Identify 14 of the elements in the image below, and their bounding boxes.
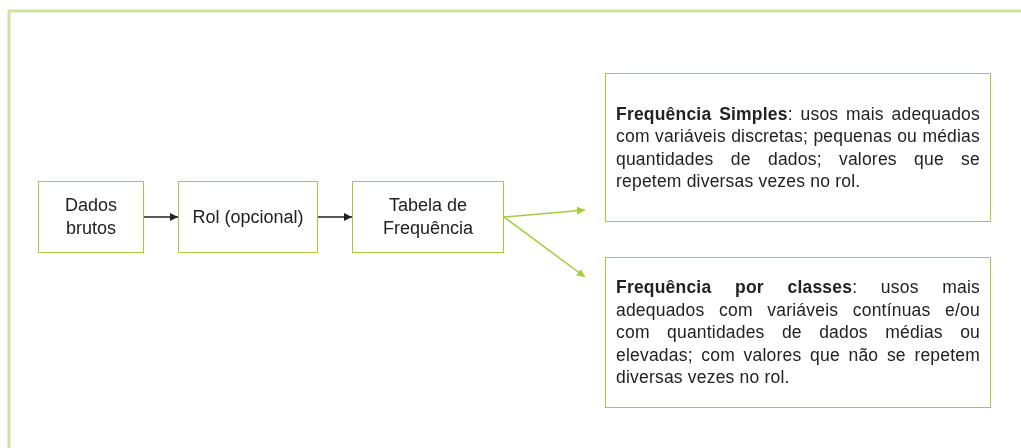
arrow bbox=[143, 213, 179, 221]
box-label: Tabela de Frequência bbox=[381, 194, 475, 240]
process-box bbox=[178, 181, 318, 253]
box-label: Rol (opcional) bbox=[192, 205, 304, 229]
arrow bbox=[317, 213, 353, 221]
process-box bbox=[605, 257, 991, 408]
description-text: Frequência Simples: usos mais adequados com variáveis discretas; pequenas ou médias quantidades de dados; valores que se repetem diversas vezes no rol. bbox=[616, 102, 980, 193]
process-box bbox=[38, 181, 144, 253]
arrow bbox=[503, 216, 586, 278]
arrow bbox=[503, 206, 586, 218]
process-box bbox=[352, 181, 504, 253]
process-box bbox=[605, 73, 991, 222]
box-label: Dados brutos bbox=[64, 194, 118, 240]
description-text: Frequência por classes: usos mais adequados com variáveis contínuas e/ou com quantidades de dados médias ou elevadas; com valores que não se repetem diversas vezes no rol. bbox=[616, 276, 980, 389]
